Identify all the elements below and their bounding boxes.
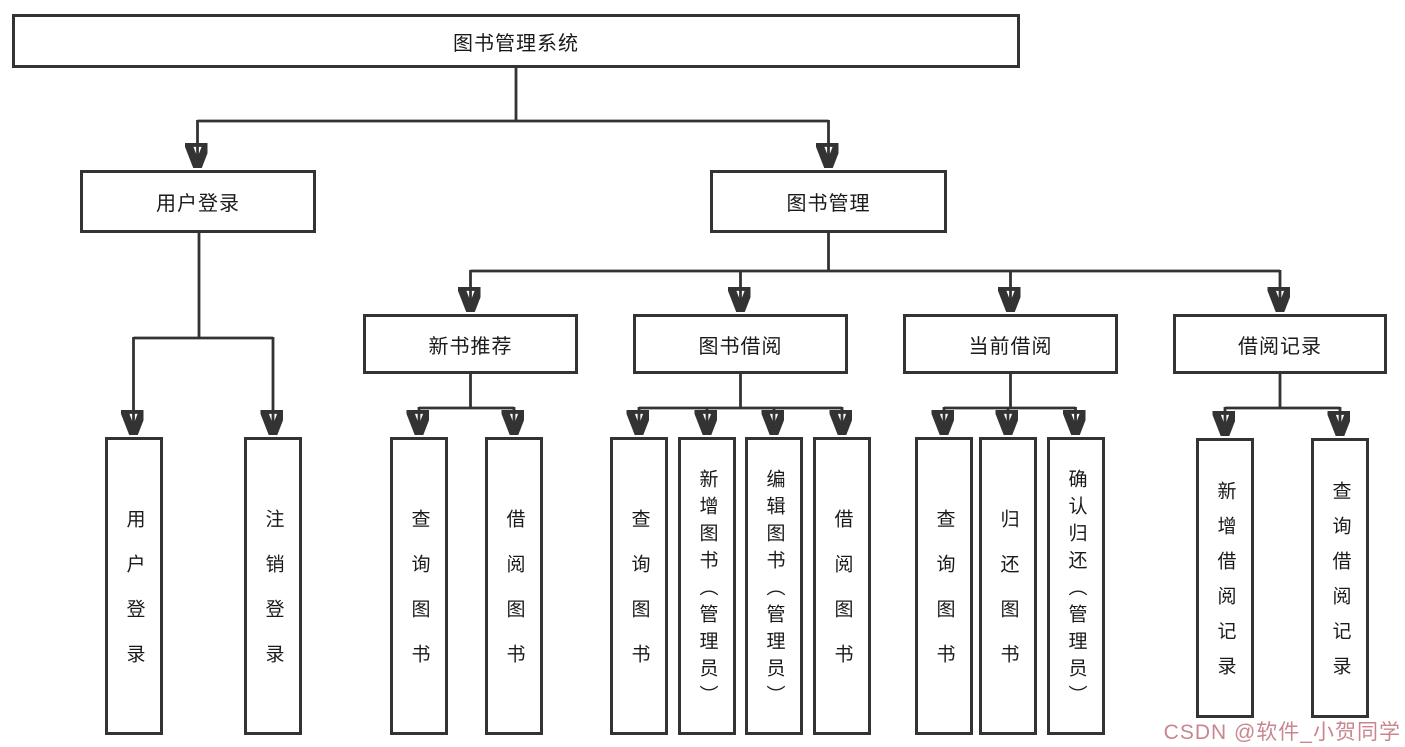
connector-new-recommend bbox=[419, 374, 514, 431]
leaf-logout: 注销登录 bbox=[244, 437, 302, 735]
leaf-query-books-recommend: 查询图书 bbox=[390, 437, 448, 735]
node-library-system: 图书管理系统 bbox=[12, 14, 1020, 68]
leaf-add-books-admin: 新增图书（管理员） bbox=[678, 437, 736, 735]
node-label: 图书借阅 bbox=[698, 335, 783, 358]
node-book-management: 图书管理 bbox=[710, 170, 947, 233]
connector-book-borrow bbox=[639, 374, 842, 431]
leaf-user-login: 用户登录 bbox=[105, 437, 163, 735]
connector-current-borrow bbox=[944, 374, 1076, 431]
node-label: 图书管理 bbox=[786, 193, 871, 215]
node-label: 用户登录 bbox=[123, 509, 145, 689]
connector-book-mgmt bbox=[471, 233, 1281, 308]
csdn-watermark: CSDN @软件_小贺同学 bbox=[1163, 721, 1401, 744]
leaf-return-books: 归还图书 bbox=[979, 437, 1037, 735]
node-label: 归还图书 bbox=[997, 509, 1019, 689]
node-label: 借阅图书 bbox=[503, 509, 525, 689]
node-label: 新增图书（管理员） bbox=[696, 468, 718, 712]
node-label: 借阅记录 bbox=[1238, 335, 1322, 358]
node-book-borrow: 图书借阅 bbox=[633, 314, 848, 374]
leaf-query-books-current: 查询图书 bbox=[915, 437, 973, 735]
leaf-edit-books-admin: 编辑图书（管理员） bbox=[745, 437, 803, 735]
leaf-borrow-books: 借阅图书 bbox=[813, 437, 871, 735]
leaf-query-books-borrow: 查询图书 bbox=[610, 437, 668, 735]
node-label: 新增借阅记录 bbox=[1214, 481, 1236, 691]
node-label: 查询图书 bbox=[628, 509, 650, 689]
connector-root bbox=[198, 68, 829, 164]
node-borrow-records: 借阅记录 bbox=[1173, 314, 1387, 374]
node-label: 新书推荐 bbox=[428, 335, 513, 358]
node-label: 图书管理系统 bbox=[453, 32, 579, 55]
node-label: 确认归还（管理员） bbox=[1065, 468, 1087, 712]
node-label: 查询图书 bbox=[933, 509, 955, 689]
node-label: 借阅图书 bbox=[831, 509, 853, 689]
leaf-query-borrow-record: 查询借阅记录 bbox=[1311, 438, 1369, 718]
node-label: 查询图书 bbox=[408, 509, 430, 689]
node-label: 编辑图书（管理员） bbox=[763, 468, 785, 712]
leaf-add-borrow-record: 新增借阅记录 bbox=[1196, 438, 1254, 718]
node-label: 查询借阅记录 bbox=[1329, 481, 1351, 691]
node-current-borrow: 当前借阅 bbox=[903, 314, 1118, 374]
node-label: 当前借阅 bbox=[968, 335, 1053, 358]
leaf-borrow-books-recommend: 借阅图书 bbox=[485, 437, 543, 735]
connector-borrow-records bbox=[1225, 374, 1340, 432]
connector-user-login bbox=[134, 233, 274, 431]
node-label: 用户登录 bbox=[156, 193, 240, 215]
node-new-book-recommend: 新书推荐 bbox=[363, 314, 578, 374]
node-user-login: 用户登录 bbox=[80, 170, 316, 233]
node-label: 注销登录 bbox=[262, 509, 284, 689]
leaf-confirm-return-admin: 确认归还（管理员） bbox=[1047, 437, 1105, 735]
